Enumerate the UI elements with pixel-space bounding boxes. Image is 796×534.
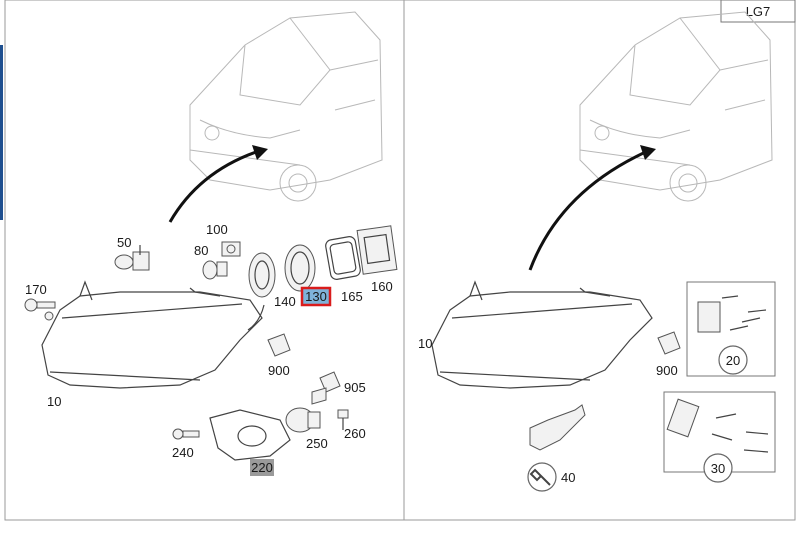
callout-100[interactable]: 100: [206, 222, 228, 237]
callout-220[interactable]: 220: [251, 460, 273, 475]
part-40-bracket: [529, 404, 586, 451]
sheet-code-text: LG7: [746, 4, 771, 19]
callout-250[interactable]: 250: [306, 436, 328, 451]
callout-130[interactable]: 130: [305, 289, 327, 304]
callout-80[interactable]: 80: [194, 243, 208, 258]
sidebar-accent: [0, 45, 3, 220]
part-80-bulb: [202, 260, 228, 280]
part-220-bezel: [209, 409, 291, 461]
callout-160[interactable]: 160: [371, 279, 393, 294]
headlamp-assembly-left: [41, 280, 265, 389]
callout-40[interactable]: 40: [561, 470, 575, 485]
callout-220-gray[interactable]: 220: [250, 459, 274, 476]
diagram-frame: [4, 0, 796, 521]
van-illustration-left: [189, 11, 383, 202]
callout-170[interactable]: 170: [25, 282, 47, 297]
pointer-arrow-right: [528, 148, 651, 271]
callout-10-left[interactable]: 10: [47, 394, 61, 409]
part-240-screw: [172, 428, 200, 440]
kit-20-box: [686, 281, 776, 377]
callout-130-highlighted[interactable]: 130: [300, 286, 332, 307]
kit-30-box: [663, 391, 776, 483]
callout-165[interactable]: 165: [341, 289, 363, 304]
wrench-icon: [527, 462, 557, 492]
headlamp-assembly-right: [431, 280, 653, 389]
callout-10-right[interactable]: 10: [418, 336, 432, 351]
callout-20[interactable]: 20: [726, 353, 740, 368]
part-100-socket: [221, 241, 241, 257]
part-900-clip-left: [267, 333, 291, 357]
callout-900-right[interactable]: 900: [656, 363, 678, 378]
part-170-screw: [24, 298, 56, 321]
part-260-screw: [337, 409, 349, 430]
part-160-control-unit: [356, 225, 398, 275]
part-50-bulb: [114, 245, 150, 271]
part-250-fog-lamp: [285, 407, 321, 433]
part-900-clip-right: [657, 331, 681, 355]
callout-900-left[interactable]: 900: [268, 363, 290, 378]
callout-260[interactable]: 260: [344, 426, 366, 441]
sheet-code-tag: LG7: [720, 0, 796, 23]
part-130-ring: [284, 244, 316, 292]
callout-240[interactable]: 240: [172, 445, 194, 460]
callout-30[interactable]: 30: [711, 461, 725, 476]
part-140-cover: [248, 252, 276, 298]
callout-50[interactable]: 50: [117, 235, 131, 250]
part-165-gasket: [325, 236, 361, 280]
pointer-arrow-left: [168, 148, 263, 223]
callout-905[interactable]: 905: [344, 380, 366, 395]
part-905-clip: [311, 371, 341, 405]
callout-140[interactable]: 140: [274, 294, 296, 309]
